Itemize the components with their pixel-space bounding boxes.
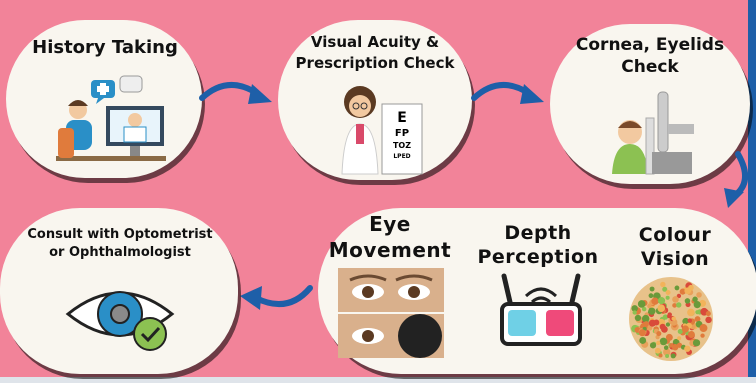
test-depth-line2: Perception <box>477 246 599 268</box>
optometrist-eye-chart-icon: E FP TOZ LPED <box>341 86 423 175</box>
step-title-consult-line1: Consult with Optometrist <box>27 227 213 242</box>
eye-movement-photo <box>338 268 444 358</box>
test-colour-line1: Colour <box>638 224 712 246</box>
step-title-cornea-line1: Cornea, Eyelids <box>575 35 725 55</box>
test-colour-line2: Vision <box>640 248 710 270</box>
step-card-consult <box>0 208 238 374</box>
right-edge-band <box>748 0 756 383</box>
eye-chart-row-2: FP <box>395 128 409 139</box>
3d-glasses-icon <box>500 273 582 346</box>
ishihara-plate-icon <box>629 277 713 361</box>
eye-chart-row-3: TOZ <box>393 141 411 150</box>
eye-chart-row-4: LPED <box>393 153 410 160</box>
step-title-acuity-line2: Prescription Check <box>295 54 455 72</box>
eye-check-icon <box>65 291 175 351</box>
step-title-consult-line2: or Ophthalmologist <box>49 245 191 260</box>
test-eye-movement-line2: Movement <box>328 238 452 262</box>
flow-arrow-1 <box>199 81 272 104</box>
test-depth-line1: Depth <box>504 222 572 244</box>
test-eye-movement-line1: Eye <box>369 212 411 236</box>
step-card-history <box>6 20 202 178</box>
flow-arrow-3 <box>724 151 748 208</box>
step-title-cornea-line2: Check <box>621 57 679 77</box>
telehealth-doctor-icon <box>56 75 166 161</box>
flow-arrow-4 <box>240 285 313 310</box>
eye-chart-row-1: E <box>397 110 407 126</box>
flow-arrow-2 <box>471 81 544 104</box>
step-title-history: History Taking <box>32 37 178 58</box>
slit-lamp-icon <box>612 91 694 175</box>
bottom-edge-band <box>0 377 756 383</box>
step-title-acuity-line1: Visual Acuity & <box>310 33 440 51</box>
